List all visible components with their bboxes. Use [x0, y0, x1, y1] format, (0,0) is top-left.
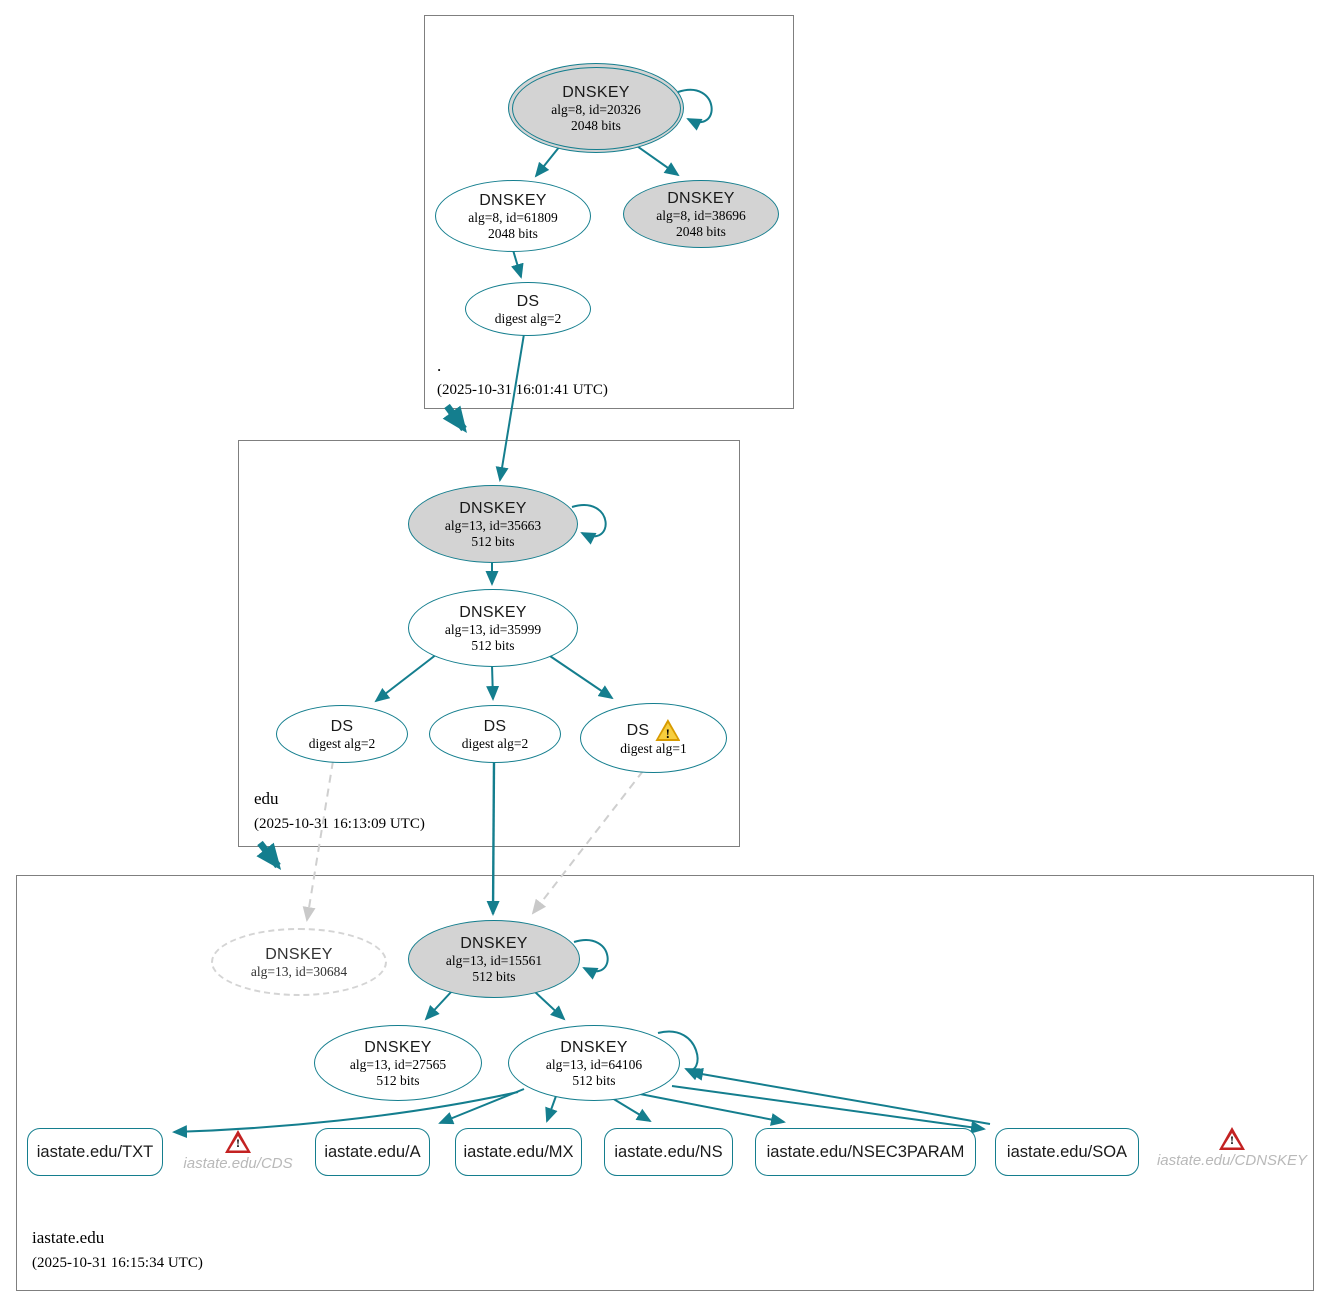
zone-timestamp-iastate: (2025-10-31 16:15:34 UTC) — [32, 1255, 203, 1271]
rrset-iastate-nsec3param[interactable]: iastate.edu/NSEC3PARAM — [755, 1128, 976, 1176]
node-title: DNSKEY — [265, 945, 333, 963]
zone-label-edu: edu — [254, 789, 279, 808]
node-ia-dnskey-30684-missing[interactable]: DNSKEY alg=13, id=30684 — [211, 928, 387, 996]
node-root-ds[interactable]: DS digest alg=2 — [465, 282, 591, 336]
node-title: DS — [626, 721, 650, 739]
node-detail-alg: alg=8, id=38696 — [656, 207, 746, 223]
node-detail-alg: alg=13, id=15561 — [445, 952, 543, 968]
node-title: DNSKEY — [479, 191, 547, 209]
node-title: DNSKEY — [560, 1038, 628, 1056]
node-detail-alg: alg=13, id=30684 — [250, 963, 348, 979]
node-title: DS — [330, 717, 354, 735]
node-detail-digest: digest alg=1 — [620, 741, 687, 756]
error-icon: ! — [1219, 1127, 1245, 1150]
node-title: DNSKEY — [364, 1038, 432, 1056]
node-edu-ksk-dnskey-35663[interactable]: DNSKEY alg=13, id=35663 512 bits — [408, 485, 578, 563]
zone-box-edu — [238, 440, 740, 847]
node-title: DNSKEY — [460, 934, 528, 952]
node-detail-digest: digest alg=2 — [308, 735, 376, 751]
node-title: DNSKEY — [667, 189, 735, 207]
node-root-dnskey-38696[interactable]: DNSKEY alg=8, id=38696 2048 bits — [623, 180, 779, 248]
node-detail-alg: alg=13, id=27565 — [349, 1056, 447, 1072]
zone-box-iastate — [16, 875, 1314, 1291]
rrset-iastate-cdnskey-error: ! iastate.edu/CDNSKEY — [1156, 1127, 1308, 1169]
node-detail-bits: 2048 bits — [571, 117, 621, 133]
node-detail-bits: 2048 bits — [676, 223, 726, 239]
node-root-dnskey-61809[interactable]: DNSKEY alg=8, id=61809 2048 bits — [435, 180, 591, 252]
node-title: DNSKEY — [459, 603, 527, 621]
node-detail-bits: 512 bits — [472, 968, 516, 984]
rrset-iastate-a[interactable]: iastate.edu/A — [315, 1128, 430, 1176]
node-title: DNSKEY — [562, 83, 630, 101]
node-detail-bits: 512 bits — [376, 1072, 420, 1088]
node-detail-alg: alg=8, id=20326 — [551, 101, 641, 117]
zone-label-root: . — [437, 356, 442, 375]
node-ia-zsk-dnskey-64106[interactable]: DNSKEY alg=13, id=64106 512 bits — [508, 1025, 680, 1101]
node-detail-digest: digest alg=2 — [461, 735, 529, 751]
missing-rrset-label: iastate.edu/CDNSKEY — [1156, 1152, 1308, 1169]
node-title: DS — [516, 292, 540, 310]
node-edu-ds-3-warning[interactable]: DS ! digest alg=1 — [580, 703, 727, 773]
rrset-iastate-cds-error: ! iastate.edu/CDS — [183, 1130, 293, 1172]
rrset-iastate-mx[interactable]: iastate.edu/MX — [455, 1128, 582, 1176]
node-detail-alg: alg=13, id=35999 — [444, 621, 542, 637]
edge-delegation-root-edu — [442, 403, 467, 434]
node-title: DNSKEY — [459, 499, 527, 517]
node-edu-ds-1[interactable]: DS digest alg=2 — [276, 705, 408, 763]
node-detail-bits: 512 bits — [471, 637, 515, 653]
node-ia-zsk-dnskey-27565[interactable]: DNSKEY alg=13, id=27565 512 bits — [314, 1025, 482, 1101]
error-icon: ! — [225, 1130, 251, 1153]
node-detail-bits: 512 bits — [572, 1072, 616, 1088]
missing-rrset-label: iastate.edu/CDS — [183, 1155, 293, 1172]
rrset-iastate-ns[interactable]: iastate.edu/NS — [604, 1128, 733, 1176]
zone-timestamp-root: (2025-10-31 16:01:41 UTC) — [437, 382, 608, 398]
node-detail-alg: alg=13, id=64106 — [545, 1056, 643, 1072]
node-detail-bits: 2048 bits — [488, 225, 538, 241]
node-edu-ds-2[interactable]: DS digest alg=2 — [429, 705, 561, 763]
node-title: DS — [483, 717, 507, 735]
node-root-ksk-dnskey-20326[interactable]: DNSKEY alg=8, id=20326 2048 bits — [508, 63, 684, 153]
node-edu-zsk-dnskey-35999[interactable]: DNSKEY alg=13, id=35999 512 bits — [408, 589, 578, 667]
node-detail-alg: alg=13, id=35663 — [444, 517, 542, 533]
zone-timestamp-edu: (2025-10-31 16:13:09 UTC) — [254, 816, 425, 832]
warning-icon: ! — [655, 719, 681, 741]
node-detail-alg: alg=8, id=61809 — [468, 209, 558, 225]
node-detail-bits: 512 bits — [471, 533, 515, 549]
rrset-iastate-soa[interactable]: iastate.edu/SOA — [995, 1128, 1139, 1176]
zone-box-root — [424, 15, 794, 409]
node-ia-ksk-dnskey-15561[interactable]: DNSKEY alg=13, id=15561 512 bits — [408, 920, 580, 998]
node-detail-digest: digest alg=2 — [494, 310, 562, 326]
zone-label-iastate: iastate.edu — [32, 1228, 105, 1247]
rrset-iastate-txt[interactable]: iastate.edu/TXT — [27, 1128, 163, 1176]
